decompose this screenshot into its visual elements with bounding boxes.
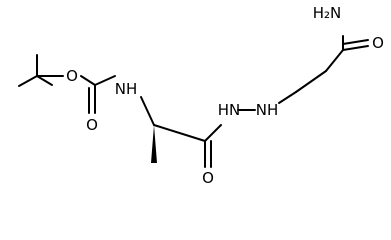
bond-nh-alpha-carbon	[140, 96, 155, 126]
boc-carbamate	[80, 75, 116, 114]
atom-label-carbamate-ether-o: O	[66, 67, 78, 85]
bond-ch2-ch2	[295, 70, 327, 93]
bond-carbonyl-hn	[204, 124, 222, 142]
atom-label-carbamate-nh: NH	[115, 80, 138, 98]
bond-terminal-o-double-b	[342, 39, 369, 45]
bond-o-carbonyl	[80, 75, 96, 86]
wedge-bond-methyl	[151, 125, 157, 163]
alanine-core	[140, 96, 222, 168]
tert-butyl-group	[18, 54, 64, 87]
bond-terminal-o-double-a	[342, 45, 369, 51]
atom-label-amide-carbonyl-o: O	[202, 169, 214, 187]
bond-tbu-methyl-3	[36, 75, 53, 86]
bond-tbu-methyl-1	[18, 75, 38, 87]
atom-label-hydrazine-nh: NH	[256, 101, 279, 119]
structure-canvas: O O NH O HN NH H₂N O	[18, 4, 384, 187]
atom-label-amide-nh2: H₂N	[313, 4, 342, 22]
bond-ch2-carbonyl	[325, 49, 344, 72]
chemical-structure-diagram: O O NH O HN NH H₂N O	[18, 4, 384, 187]
atom-label-hydrazide-hn: HN	[218, 101, 241, 119]
atom-label-carbamate-carbonyl-o: O	[86, 116, 98, 134]
atom-label-terminal-carbonyl-o: O	[372, 34, 384, 52]
bond-carbonyl-nh	[94, 75, 116, 86]
bond-nh-ch2	[278, 91, 297, 104]
bond-alpha-carbon-carbonyl	[153, 124, 206, 142]
hydrazine-propanamide-chain	[237, 35, 369, 111]
